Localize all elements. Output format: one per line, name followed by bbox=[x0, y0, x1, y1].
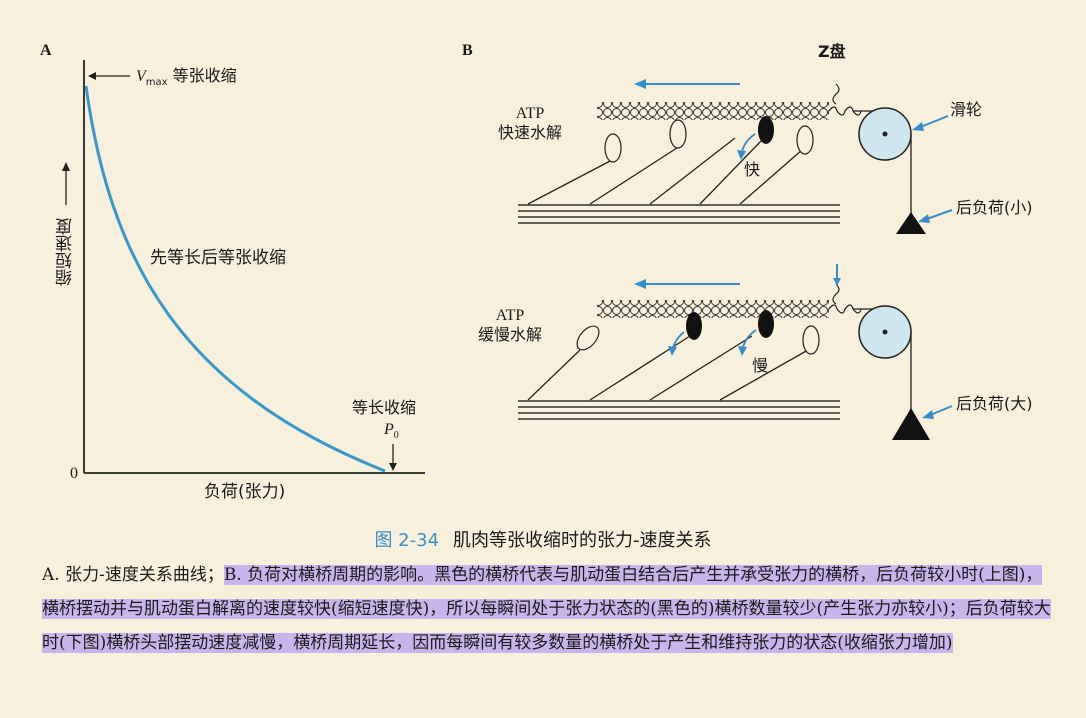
p0-arrowhead bbox=[389, 463, 397, 471]
p0-top-label: 等长收缩 bbox=[352, 398, 417, 417]
bottom-direction-arrowhead bbox=[634, 279, 646, 289]
bottom-load-label: 后负荷(大) bbox=[956, 394, 1033, 413]
top-load-label: 后负荷(小) bbox=[956, 198, 1033, 217]
tension-velocity-curve bbox=[84, 85, 386, 473]
bottom-crossbridge-head bbox=[802, 325, 820, 355]
top-atp-text: ATP bbox=[515, 105, 545, 122]
vmax-subscript: max bbox=[145, 77, 168, 89]
p0-symbol: P bbox=[384, 421, 394, 438]
top-crossbridge-head bbox=[796, 125, 814, 155]
x-axis-label: 负荷(张力) bbox=[204, 482, 286, 502]
top-crossbridge-head bbox=[669, 119, 687, 149]
figure-number: 图 2-34 bbox=[374, 530, 440, 551]
pulley-label: 滑轮 bbox=[950, 100, 983, 119]
curve-label: 先等长后等张收缩 bbox=[150, 248, 286, 268]
bottom-speed-label: 慢 bbox=[752, 356, 769, 375]
vmax-arrowhead bbox=[88, 72, 96, 80]
bottom-actin-filament bbox=[597, 300, 829, 318]
caption-part-a: A. 张力-速度关系曲线； bbox=[42, 565, 224, 585]
bottom-bound-crossbridge bbox=[758, 310, 774, 338]
vmax-label: Vmax 等张收缩 bbox=[136, 66, 237, 89]
top-direction-arrowhead bbox=[634, 79, 646, 89]
top-bound-crossbridge bbox=[758, 116, 774, 144]
top-actin-filament bbox=[597, 102, 829, 120]
top-atp-label: ATP 快速水解 bbox=[498, 104, 562, 142]
top-speed-label: 快 bbox=[744, 160, 761, 179]
z-disc-label: Z盘 bbox=[818, 42, 846, 61]
top-atp-hydrolysis: 快速水解 bbox=[498, 123, 563, 143]
bottom-atp-hydrolysis: 缓慢水解 bbox=[478, 325, 543, 345]
bottom-crossbridge-head bbox=[576, 325, 600, 351]
panel-b-letter: B bbox=[462, 42, 473, 59]
vmax-symbol: V bbox=[136, 68, 146, 85]
p0-subscript: 0 bbox=[393, 430, 399, 442]
y-axis-arrowhead bbox=[62, 162, 70, 171]
figure-caption-title: 图 2-34 肌肉等张收缩时的张力-速度关系 bbox=[0, 526, 1086, 552]
bottom-bound-crossbridge bbox=[686, 312, 702, 340]
figure-title: 肌肉等张收缩时的张力-速度关系 bbox=[453, 530, 712, 551]
top-spring bbox=[828, 106, 862, 116]
figure-caption-body: A. 张力-速度关系曲线；B. 负荷对横桥周期的影响。黑色的横桥代表与肌动蛋白结… bbox=[42, 558, 1052, 660]
bottom-atp-label: ATP 缓慢水解 bbox=[478, 306, 542, 344]
panel-a-letter: A bbox=[40, 42, 52, 59]
top-load-weight bbox=[896, 212, 926, 234]
top-crossbridge-head bbox=[604, 133, 622, 163]
bottom-atp-text: ATP bbox=[495, 307, 525, 324]
origin-label: 0 bbox=[70, 465, 78, 482]
bottom-load-weight bbox=[892, 408, 930, 440]
top-sarcomere bbox=[518, 79, 953, 234]
bottom-sarcomere bbox=[518, 264, 953, 440]
bottom-spring bbox=[828, 304, 862, 314]
top-z-disc-wave bbox=[832, 83, 840, 105]
vmax-text: 等张收缩 bbox=[172, 66, 237, 85]
p0-label: P0 bbox=[384, 420, 399, 442]
